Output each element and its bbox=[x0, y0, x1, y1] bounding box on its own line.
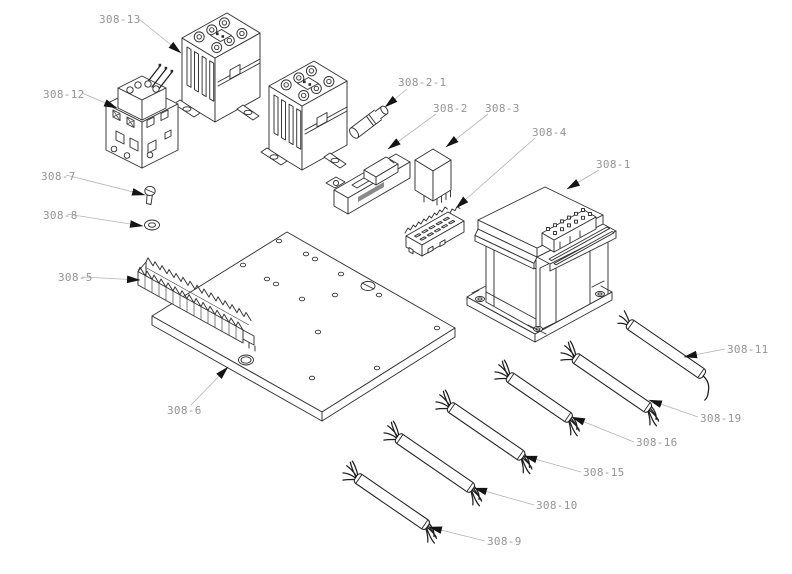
part-label: 308-6 bbox=[167, 404, 202, 417]
part-label: 308-4 bbox=[532, 126, 567, 139]
part-mounting-plate-308-6 bbox=[151, 231, 456, 422]
callout-308-1: 308-1 bbox=[566, 158, 631, 190]
part-label: 308-8 bbox=[43, 209, 78, 222]
part-fuse-holder-308-2 bbox=[325, 153, 411, 215]
part-label: 308-10 bbox=[536, 499, 578, 512]
leader-line bbox=[683, 348, 726, 359]
leader-line bbox=[428, 526, 486, 542]
part-label: 308-16 bbox=[636, 436, 678, 449]
callout-308-5: 308-5 bbox=[58, 271, 141, 284]
part-relay-308-3 bbox=[414, 148, 452, 206]
callout-308-10: 308-10 bbox=[473, 487, 578, 512]
leader-line bbox=[523, 455, 582, 473]
callout-308-16: 308-16 bbox=[571, 416, 678, 449]
part-contactor-2 bbox=[260, 60, 348, 171]
part-fuse-308-2-1 bbox=[349, 105, 389, 139]
callout-308-15: 308-15 bbox=[523, 455, 625, 479]
part-wire-308-16 bbox=[494, 359, 580, 437]
callout-308-2: 308-2 bbox=[387, 102, 468, 150]
callout-308-19: 308-19 bbox=[648, 399, 742, 425]
part-transformer-308-1 bbox=[466, 186, 617, 343]
leader-line bbox=[571, 416, 635, 443]
callout-308-13: 308-13 bbox=[99, 13, 182, 54]
part-label: 308-3 bbox=[485, 102, 520, 115]
callouts: 308-13 308-12 308-7 308-8 308-5 308-6 30… bbox=[41, 13, 769, 548]
leader-line bbox=[445, 113, 489, 148]
callout-308-6: 308-6 bbox=[167, 366, 229, 417]
part-wire-308-9 bbox=[342, 460, 438, 544]
part-overload-relay-308-12 bbox=[105, 63, 179, 169]
part-label: 308-19 bbox=[700, 412, 742, 425]
callout-308-7: 308-7 bbox=[41, 170, 146, 196]
leader-line bbox=[455, 137, 536, 209]
part-washer-308-8 bbox=[144, 219, 160, 231]
part-contactor-308-13 bbox=[173, 12, 261, 123]
leader-line bbox=[81, 275, 141, 284]
leader-line bbox=[138, 18, 182, 54]
part-wire-308-15 bbox=[435, 389, 533, 475]
part-wire-308-10 bbox=[383, 420, 483, 507]
leader-line bbox=[190, 366, 229, 406]
leader-line bbox=[65, 174, 146, 196]
leader-line bbox=[473, 487, 535, 506]
part-wire-308-19 bbox=[560, 340, 660, 427]
leader-line bbox=[648, 399, 699, 418]
part-label: 308-5 bbox=[58, 271, 93, 284]
part-label: 308-1 bbox=[596, 158, 631, 171]
leader-line bbox=[66, 213, 144, 228]
leader-line bbox=[384, 88, 408, 108]
callout-308-12: 308-12 bbox=[43, 88, 118, 109]
callout-308-4: 308-4 bbox=[455, 126, 567, 209]
part-label: 308-9 bbox=[487, 535, 522, 548]
leader-line bbox=[387, 113, 437, 150]
leader-line bbox=[81, 92, 118, 109]
part-label: 308-13 bbox=[99, 13, 141, 26]
callout-308-9: 308-9 bbox=[428, 526, 522, 548]
part-label: 308-11 bbox=[727, 343, 769, 356]
part-label: 308-2 bbox=[433, 102, 468, 115]
part-label: 308-7 bbox=[41, 170, 76, 183]
callout-308-11: 308-11 bbox=[683, 343, 769, 359]
part-label: 308-12 bbox=[43, 88, 85, 101]
part-screw-308-7 bbox=[144, 185, 156, 205]
part-label: 308-15 bbox=[583, 466, 625, 479]
callout-308-8: 308-8 bbox=[43, 209, 144, 228]
part-label: 308-2-1 bbox=[398, 76, 446, 89]
leader-line bbox=[566, 169, 600, 190]
part-relay-socket-308-4 bbox=[404, 206, 465, 257]
part-terminal-strip-308-5 bbox=[137, 257, 256, 352]
part-wire-308-11 bbox=[617, 310, 710, 401]
callout-308-3: 308-3 bbox=[445, 102, 520, 148]
callout-308-2-1: 308-2-1 bbox=[384, 76, 446, 108]
